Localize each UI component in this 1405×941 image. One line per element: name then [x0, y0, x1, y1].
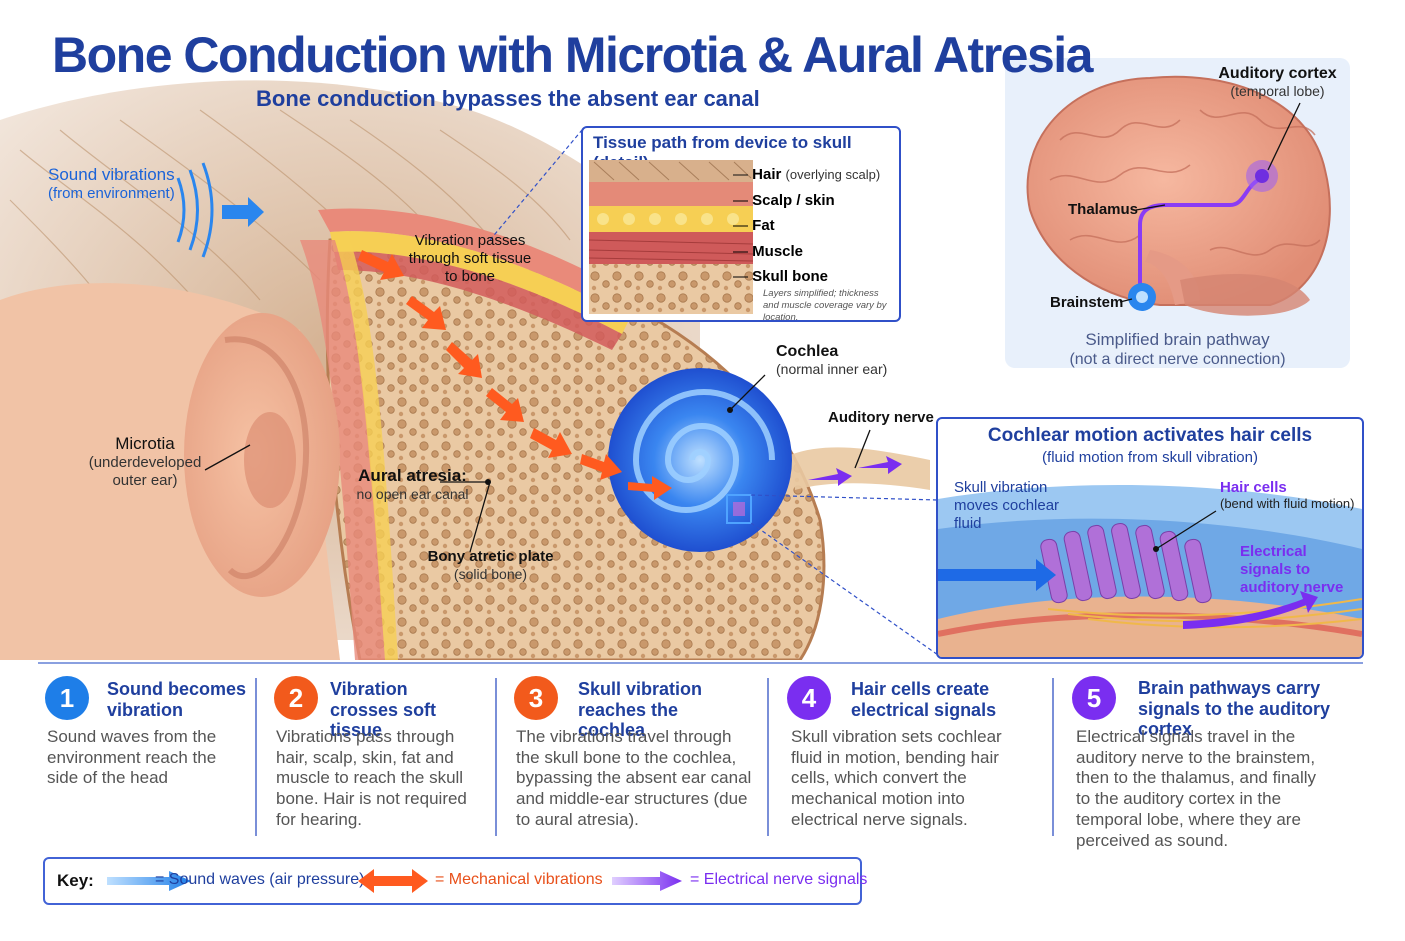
legend-key: Key: = Sound waves (air pressure) = Mech…	[43, 857, 867, 905]
step-5-number: 5	[1072, 676, 1116, 720]
microtia-label: Microtia (underdeveloped outer ear)	[85, 434, 205, 490]
cochlea-panel-title: Cochlear motion activates hair cells	[987, 425, 1313, 446]
tissue-path-panel: Tissue path from device to skull (detail…	[581, 126, 901, 323]
step-3-number: 3	[514, 676, 558, 720]
step-4-body: Skull vibration sets cochlear fluid in m…	[791, 727, 1002, 829]
step-2-heading: Vibration crosses soft tissue	[330, 679, 437, 741]
sound-vibrations-sub: (from environment)	[48, 185, 175, 203]
layer-bone: — Skull bone	[733, 268, 829, 285]
step-5-body: Electrical signals travel in the auditor…	[1076, 727, 1317, 850]
thalamus-label: Thalamus	[1068, 201, 1139, 218]
step-1-heading: Sound becomes vibration	[107, 679, 247, 720]
step-4-number: 4	[787, 676, 831, 720]
aural-atresia-label: Aural atresia: no open ear canal	[350, 466, 475, 503]
bony-atretic-plate-label: Bony atretic plate (solid bone)	[418, 548, 563, 583]
layer-scalp: — Scalp / skin	[733, 191, 835, 209]
step-1-number: 1	[45, 676, 89, 720]
brain-caption: Simplified brain pathway (not a direct n…	[1030, 330, 1325, 370]
layer-bone-name: Skull bone	[752, 268, 829, 285]
step-5-heading: Brain pathways carry signals to the audi…	[1138, 678, 1331, 740]
bony-plate-sub: (solid bone)	[453, 566, 528, 582]
layer-scalp-name: Scalp / skin	[752, 191, 835, 209]
step-divider-2	[495, 678, 497, 836]
sound-vibrations-label: Sound vibrations (from environment)	[48, 165, 175, 203]
electrical-arrow-icon	[612, 871, 682, 891]
key-sound: = Sound waves (air pressure)	[155, 871, 365, 888]
step-divider-4	[1052, 678, 1054, 836]
bony-plate-title: Bony atretic plate	[427, 548, 554, 565]
step-3-body: The vibrations travel through the skull …	[516, 727, 752, 829]
step-3-heading: Skull vibration reaches the cochlea	[578, 679, 703, 741]
cochlea-title: Cochlea	[776, 343, 839, 360]
cochlea-label: Cochlea (normal inner ear)	[776, 342, 887, 378]
layer-fat-name: Fat	[752, 217, 775, 234]
aural-atresia-sub: no open ear canal	[356, 486, 469, 503]
auditory-cortex-title: Auditory cortex	[1218, 65, 1337, 82]
sound-arrow-icon	[107, 871, 191, 891]
step-2-body: Vibrations pass through hair, scalp, ski…	[276, 727, 467, 829]
step-divider-1	[255, 678, 257, 836]
auditory-cortex-label: Auditory cortex (temporal lobe)	[1210, 64, 1345, 100]
hair-cells-label: Hair cells (bend with fluid motion)	[1220, 479, 1360, 511]
layer-hair-name: Hair	[752, 166, 782, 183]
layer-hair-note: (overlying scalp)	[785, 167, 881, 182]
vibration-passes-label: Vibration passes through soft tissue to …	[408, 232, 532, 285]
layer-muscle: — Muscle	[733, 242, 804, 260]
layer-fat: — Fat	[733, 217, 775, 234]
step-4-heading: Hair cells create electrical signals	[851, 679, 997, 720]
step-1-body: Sound waves from the environment reach t…	[47, 727, 217, 788]
layer-hair: — Hair (overlying scalp)	[733, 166, 881, 183]
cochlea-detail-panel: Cochlear motion activates hair cells (fl…	[936, 417, 1364, 659]
brainstem-label: Brainstem	[1050, 294, 1124, 311]
cochlea-panel-subtitle: (fluid motion from skull vibration)	[1042, 449, 1258, 466]
mechanical-arrow-icon	[358, 869, 428, 893]
microtia-sub: (underdeveloped outer ear)	[88, 454, 202, 490]
sound-vibrations-title: Sound vibrations	[48, 165, 175, 184]
section-divider	[38, 662, 1363, 664]
step-divider-3	[767, 678, 769, 836]
hair-cells-sub: (bend with fluid motion)	[1220, 496, 1355, 511]
step-2-number: 2	[274, 676, 318, 720]
auditory-nerve-label: Auditory nerve	[828, 409, 934, 426]
auditory-cortex-sub: (temporal lobe)	[1230, 83, 1325, 100]
page-title: Bone Conduction with Microtia & Aural At…	[52, 27, 1093, 83]
aural-atresia-title: Aural atresia:	[358, 466, 467, 485]
brain-caption-1: Simplified brain pathway	[1085, 330, 1270, 349]
key-mechanical: = Mechanical vibrations	[435, 871, 603, 888]
hair-cells-graphic	[938, 485, 1362, 657]
tissue-layer-list: — Hair (overlying scalp) — Scalp / skin …	[733, 162, 880, 290]
key-electrical: = Electrical nerve signals	[690, 871, 868, 888]
tissue-layers-graphic	[589, 160, 753, 314]
skull-vibration-label: Skull vibration moves cochlear fluid	[954, 479, 1060, 532]
electrical-signals-label: Electrical signals to auditory nerve	[1240, 543, 1344, 596]
tissue-footnote: Layers simplified; thickness and muscle …	[763, 288, 887, 323]
layer-muscle-name: Muscle	[752, 242, 804, 260]
anatomy-illustration	[0, 58, 1350, 660]
key-label: Key:	[57, 871, 94, 890]
microtia-title: Microtia	[115, 434, 175, 453]
cochlea-sub: (normal inner ear)	[776, 361, 888, 378]
brain-caption-2: (not a direct nerve connection)	[1069, 351, 1286, 369]
hair-cells-title: Hair cells	[1220, 479, 1287, 496]
page-subtitle: Bone conduction bypasses the absent ear …	[256, 86, 760, 111]
